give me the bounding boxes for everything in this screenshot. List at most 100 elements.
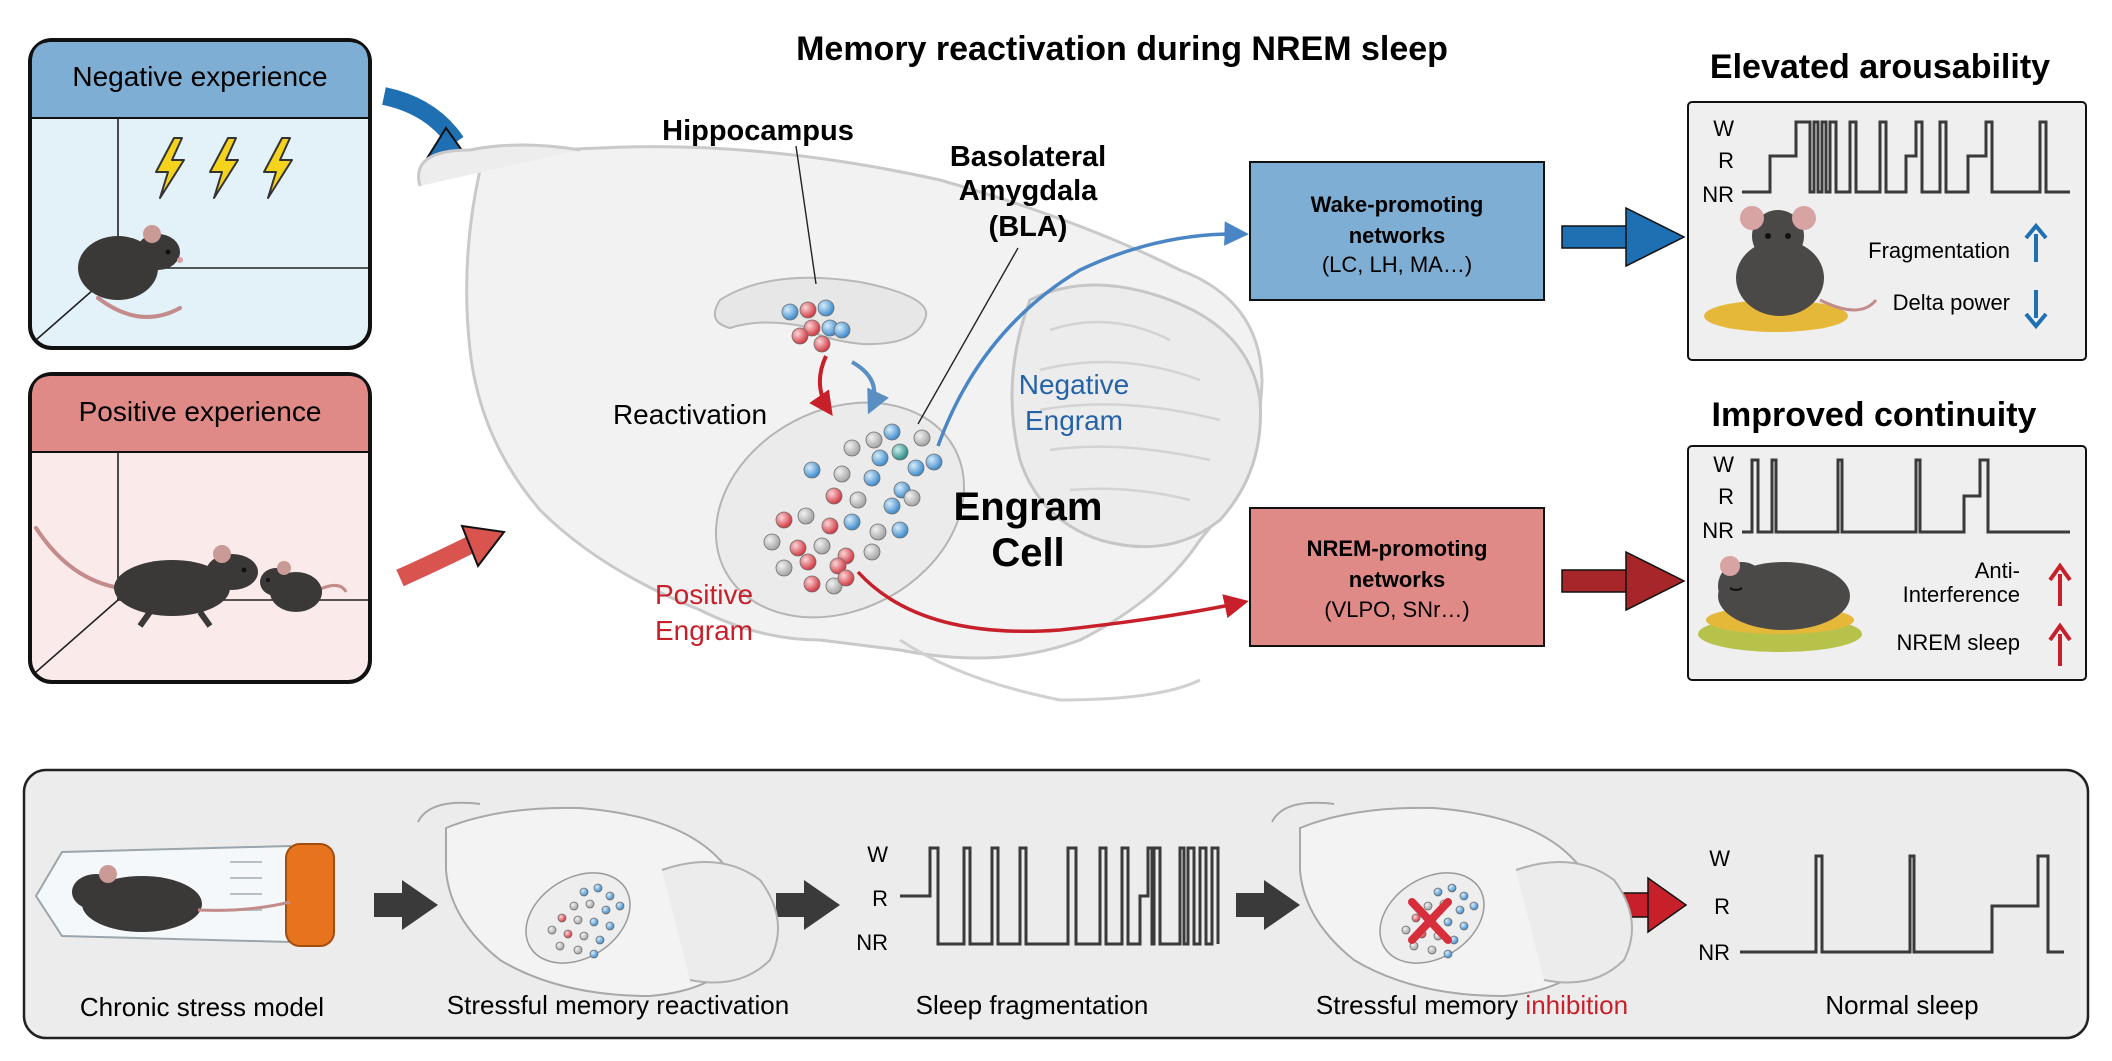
hypnogram-nr-label: NR xyxy=(1698,940,1730,965)
step-arrow xyxy=(1236,880,1300,930)
anti-interference-label-line2: Interference xyxy=(1903,582,2020,607)
arousability-hypnogram xyxy=(1742,120,2070,194)
engram-cell-dot xyxy=(883,423,901,441)
positive-engram-label-line1: Positive xyxy=(655,579,753,610)
positive-input-arrow xyxy=(396,535,477,587)
positive-engram-projection xyxy=(856,570,1249,634)
nrem-network-line3: (VLPO, SNr…) xyxy=(1324,597,1469,622)
engram-cell-dot xyxy=(1459,921,1469,931)
engram-cell-dot xyxy=(579,931,589,941)
engram-cell-dot xyxy=(821,517,839,535)
anti-interference-label-line1: Anti- xyxy=(1975,558,2020,583)
hypnogram-nr-label: NR xyxy=(1702,518,1734,543)
nrem-network-line2: networks xyxy=(1349,567,1446,592)
brain-illustration xyxy=(417,143,1264,702)
awake-mouse-icon xyxy=(1704,206,1878,332)
step-2-label: Stressful memory reactivation xyxy=(447,990,789,1020)
normal-sleep-hypnogram xyxy=(1740,854,2064,954)
engram-cell-dot xyxy=(803,319,821,337)
engram-cell-dot xyxy=(833,465,851,483)
positive-engram-label-line2: Engram xyxy=(655,615,753,646)
engram-cell-dot xyxy=(799,301,817,319)
hippocampus-pointer xyxy=(795,145,817,285)
engram-cell-label-line2: Cell xyxy=(991,531,1064,575)
hypnogram-r-label: R xyxy=(872,886,888,911)
up-arrow-icon xyxy=(2048,562,2072,606)
engram-cell-dot xyxy=(557,913,567,923)
reactivation-red-arrow xyxy=(809,355,833,416)
engram-cell-dot xyxy=(797,507,815,525)
step-4-label-prefix: Stressful memory xyxy=(1316,990,1526,1020)
hippocampus-label: Hippocampus xyxy=(662,115,854,147)
restraint-tube-icon xyxy=(34,843,335,947)
engram-cell-dot xyxy=(863,543,881,561)
step-3-label: Sleep fragmentation xyxy=(916,990,1149,1020)
engram-cell-label-line1: Engram xyxy=(954,485,1103,529)
engram-cell-dot xyxy=(789,539,807,557)
engram-cell-dot xyxy=(555,941,565,951)
hypnogram-w-label: W xyxy=(1709,846,1730,871)
engram-cell-dot xyxy=(1411,913,1421,923)
engram-cell-dot xyxy=(913,429,931,447)
engram-cell-dot xyxy=(799,553,817,571)
engram-cell-dot xyxy=(1423,901,1433,911)
engram-cell-dot xyxy=(775,559,793,577)
engram-cell-dot xyxy=(605,921,615,931)
engram-cell-dot xyxy=(1401,925,1411,935)
engram-cell-dot xyxy=(817,299,835,317)
step-4-label-highlight: inhibition xyxy=(1525,990,1628,1020)
nrem-sleep-label: NREM sleep xyxy=(1897,630,2020,655)
nrem-outcome-arrow xyxy=(1561,550,1686,612)
small-engram-cells xyxy=(547,883,625,959)
engram-cell-dot xyxy=(891,521,909,539)
up-arrow-icon xyxy=(2048,622,2072,666)
engram-cell-dot xyxy=(833,321,851,339)
engram-cell-dot xyxy=(825,577,843,595)
fragmented-sleep-hypnogram xyxy=(900,846,1220,946)
bla-pointer xyxy=(917,247,1019,425)
nrem-network-line1: NREM-promoting xyxy=(1307,536,1488,561)
engram-cell-dot xyxy=(883,497,901,515)
hypnogram-nr-label: NR xyxy=(856,930,888,955)
hypnogram-r-label: R xyxy=(1718,484,1734,509)
bla-label-line2: Amygdala xyxy=(959,175,1098,207)
up-arrow-icon xyxy=(2024,222,2048,262)
engram-cell-dot xyxy=(781,303,799,321)
bla-label-line1: Basolateral xyxy=(950,141,1106,173)
wake-outcome-arrow xyxy=(1561,206,1686,268)
step-arrow xyxy=(374,880,438,930)
step-5-label: Normal sleep xyxy=(1825,990,1978,1020)
engram-cell-dot xyxy=(547,925,557,935)
engram-cell-dot xyxy=(1459,891,1469,901)
engram-cell-dot xyxy=(1447,883,1457,893)
engram-cell-dot xyxy=(903,489,921,507)
negative-engram-label-line1: Negative xyxy=(1019,369,1130,400)
hypnogram-w-label: W xyxy=(1713,116,1734,141)
engram-cell-dot xyxy=(589,949,599,959)
engram-cell-dot xyxy=(763,533,781,551)
engram-cell-dot xyxy=(791,327,809,345)
arousability-title: Elevated arousability xyxy=(1710,48,2050,86)
engram-cell-dot xyxy=(1469,901,1479,911)
engram-cell-dot xyxy=(573,915,583,925)
engram-cell-dot xyxy=(1443,949,1453,959)
engram-cell-dot xyxy=(891,443,909,461)
wake-network-line3: (LC, LH, MA…) xyxy=(1322,252,1472,277)
engram-cell-dot xyxy=(569,901,579,911)
engram-cell-dot xyxy=(1427,945,1437,955)
step-1-label: Chronic stress model xyxy=(80,992,324,1022)
engram-cell-dot xyxy=(843,513,861,531)
reactivation-label: Reactivation xyxy=(613,399,767,430)
sleeping-mouse-icon xyxy=(1698,556,1862,652)
hypnogram-w-label: W xyxy=(867,842,888,867)
figure-title: Memory reactivation during NREM sleep xyxy=(796,30,1448,68)
lightning-bolt-icon xyxy=(155,137,293,199)
continuity-title: Improved continuity xyxy=(1712,396,2037,434)
engram-cell-dot xyxy=(843,439,861,457)
reactivation-blue-arrow xyxy=(850,360,889,415)
engram-cell-dot xyxy=(813,335,831,353)
engram-cell-dot xyxy=(871,449,889,467)
hypnogram-nr-label: NR xyxy=(1702,182,1734,207)
